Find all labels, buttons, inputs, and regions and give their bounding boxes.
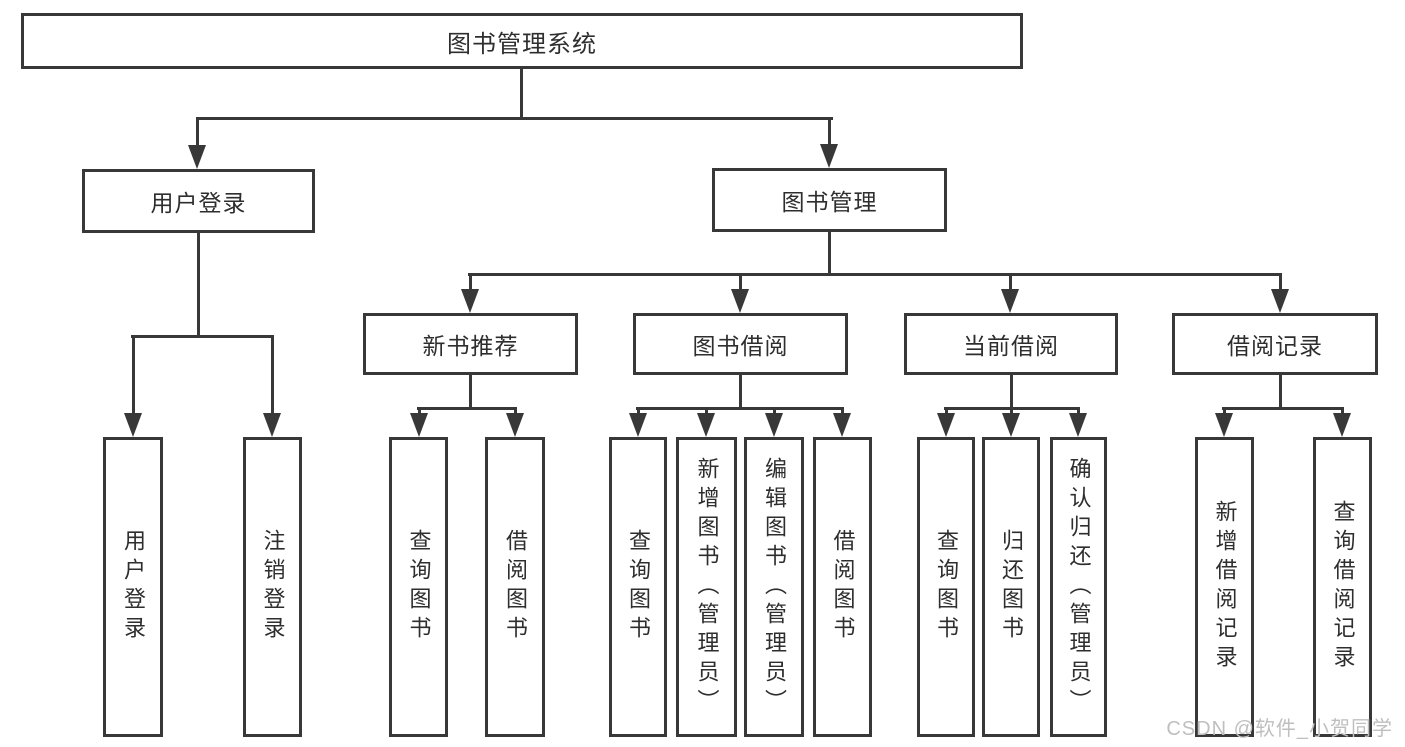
leaf-logout: 注销登录 — [243, 437, 302, 737]
connector-borrowing-records-branch — [1222, 407, 1344, 410]
connector-leaf-drop — [637, 407, 640, 417]
connector-book-mgmt-drop — [828, 117, 831, 149]
csdn-watermark: CSDN @软件_小贺同学 — [1166, 718, 1393, 740]
arrow-down-icon — [124, 413, 142, 437]
connector-leaf-drop — [945, 407, 948, 417]
connector-leaf-drop — [705, 407, 708, 417]
node-book-management: 图书管理 — [712, 168, 947, 232]
node-current-borrowing-label: 当前借阅 — [963, 333, 1059, 359]
connector-new-book-branch — [417, 407, 517, 410]
connector-root-branch — [196, 117, 833, 120]
leaf-borrow-books: 借阅图书 — [813, 437, 872, 737]
connector-level3-drop — [1009, 273, 1012, 293]
leaf-label: 注销登录 — [260, 529, 286, 645]
arrow-down-icon — [506, 413, 524, 437]
connector-level3-drop — [469, 273, 472, 293]
leaf-label: 编辑图书（管理员） — [762, 456, 787, 718]
leaf-label: 借阅图书 — [503, 529, 528, 645]
leaf-label: 查询图书 — [406, 529, 432, 645]
connector-leaf-drop — [841, 407, 844, 417]
arrow-down-icon — [1333, 413, 1351, 437]
connector-new-book-stem — [469, 375, 472, 409]
node-user-login-label: 用户登录 — [150, 190, 247, 216]
leaf-label: 借阅图书 — [830, 529, 856, 645]
leaf-label: 新增借阅记录 — [1212, 500, 1238, 674]
leaf-label: 查询借阅记录 — [1330, 500, 1356, 674]
node-new-book-recommend-label: 新书推荐 — [422, 333, 519, 359]
arrow-down-icon — [1271, 289, 1289, 313]
arrow-down-icon — [765, 413, 783, 437]
leaf-label: 查询图书 — [934, 529, 959, 645]
arrow-down-icon — [937, 413, 955, 437]
arrow-down-icon — [629, 413, 647, 437]
arrow-down-icon — [1215, 413, 1233, 437]
arrow-down-icon — [1001, 289, 1019, 313]
connector-leaf-drop — [773, 407, 776, 417]
leaf-add-books-admin: 新增图书（管理员） — [676, 437, 737, 737]
leaf-edit-books-admin: 编辑图书（管理员） — [744, 437, 804, 737]
leaf-add-borrow-record: 新增借阅记录 — [1195, 437, 1254, 737]
leaf-label: 确认归还（管理员） — [1066, 456, 1092, 718]
arrow-down-icon — [697, 413, 715, 437]
leaf-query-books-recommend: 查询图书 — [389, 437, 448, 737]
leaf-return-books: 归还图书 — [982, 437, 1040, 737]
connector-user-login-drop — [196, 117, 199, 150]
connector-current-borrowing-stem — [1010, 375, 1013, 409]
arrow-down-icon — [263, 413, 281, 437]
connector-borrowing-records-stem — [1279, 375, 1282, 409]
connector-leaf-drop — [418, 407, 421, 417]
connector-level3-drop — [1279, 273, 1282, 293]
node-book-management-label: 图书管理 — [781, 189, 878, 215]
connector-leaf-drop — [1077, 407, 1080, 417]
connector-leaf-drop — [1341, 407, 1344, 417]
arrow-down-icon — [188, 145, 206, 169]
connector-book-mgmt-branch — [468, 273, 1282, 276]
node-book-borrowing: 图书借阅 — [633, 313, 848, 375]
connector-book-borrowing-stem — [739, 375, 742, 409]
leaf-query-borrow-record: 查询借阅记录 — [1313, 437, 1372, 737]
arrow-down-icon — [731, 289, 749, 313]
connector-level3-drop — [739, 273, 742, 293]
leaf-label: 查询图书 — [626, 529, 651, 645]
leaf-query-books-current: 查询图书 — [917, 437, 975, 737]
connector-user-login-branch — [131, 335, 274, 338]
connector-leaf-drop — [514, 407, 517, 417]
connector-book-borrowing-branch — [636, 407, 844, 410]
leaf-query-books-borrowing: 查询图书 — [609, 437, 667, 737]
leaf-confirm-return-admin: 确认归还（管理员） — [1050, 437, 1107, 737]
leaf-user-login: 用户登录 — [103, 437, 163, 737]
arrow-down-icon — [833, 413, 851, 437]
arrow-down-icon — [410, 413, 428, 437]
node-current-borrowing: 当前借阅 — [904, 313, 1118, 375]
arrow-down-icon — [1069, 413, 1087, 437]
connector-leaf-drop — [1010, 407, 1013, 417]
node-root: 图书管理系统 — [21, 13, 1023, 69]
leaf-label: 新增图书（管理员） — [694, 456, 720, 718]
arrow-down-icon — [820, 144, 838, 168]
connector-leaf-drop — [271, 335, 274, 417]
node-root-label: 图书管理系统 — [447, 30, 597, 58]
node-borrowing-records-label: 借阅记录 — [1227, 333, 1323, 359]
node-user-login: 用户登录 — [82, 169, 315, 233]
connector-user-login-stem — [197, 233, 200, 337]
node-borrowing-records: 借阅记录 — [1172, 313, 1378, 375]
leaf-borrow-books-recommend: 借阅图书 — [485, 437, 545, 737]
node-new-book-recommend: 新书推荐 — [363, 313, 578, 375]
node-book-borrowing-label: 图书借阅 — [692, 333, 789, 359]
connector-leaf-drop — [1223, 407, 1226, 417]
leaf-label: 用户登录 — [121, 529, 146, 645]
arrow-down-icon — [1002, 413, 1020, 437]
connector-book-mgmt-stem — [828, 232, 831, 275]
connector-leaf-drop — [132, 335, 135, 417]
connector-root-stem — [520, 68, 523, 118]
arrow-down-icon — [461, 289, 479, 313]
leaf-label: 归还图书 — [999, 529, 1024, 645]
